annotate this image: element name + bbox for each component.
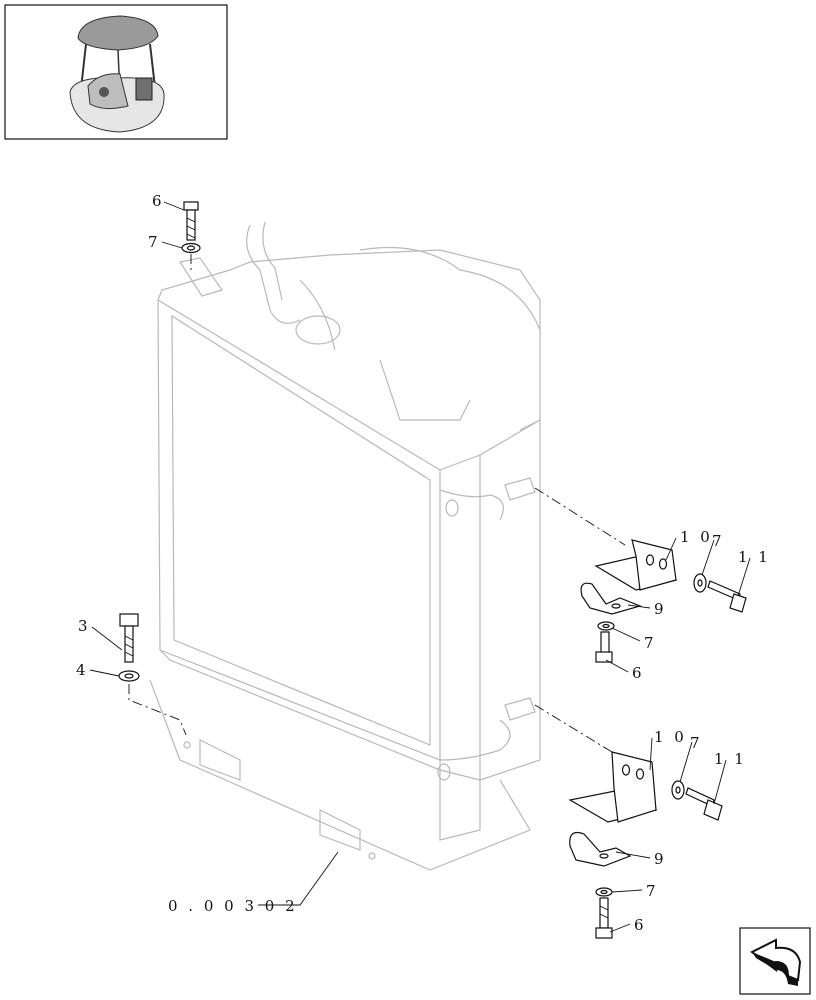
washer-upper-lower[interactable] (597, 621, 615, 631)
callout-7-top: 7 (148, 233, 161, 251)
callout-10-lower: 1 0 (654, 728, 687, 746)
thumbnail-locator[interactable] (4, 4, 228, 140)
bolt-lower-lower[interactable] (595, 897, 613, 939)
callout-11-upper: 1 1 (738, 548, 771, 566)
bolt-top[interactable] (183, 201, 199, 241)
reference-code: 0 . 0 0 3 0 2 (168, 897, 298, 915)
bolt-lower-right[interactable] (685, 787, 723, 821)
callout-6-lower-lower: 6 (634, 916, 647, 934)
callout-3: 3 (78, 617, 91, 635)
callout-7-upper-right: 7 (712, 532, 725, 550)
bracket-upper[interactable] (594, 539, 678, 591)
washer-upper-right[interactable] (693, 573, 707, 593)
thumbnail-machine-icon (69, 15, 165, 133)
callout-7-lower-right: 7 (690, 734, 703, 752)
washer-top[interactable] (181, 242, 201, 254)
return-arrow-icon[interactable] (739, 927, 811, 995)
washer-left[interactable] (118, 670, 140, 682)
leader-lines (89, 201, 751, 933)
clamp-upper[interactable] (580, 582, 642, 615)
bolt-left[interactable] (119, 613, 139, 663)
callout-11-lower: 1 1 (714, 750, 747, 768)
callout-9-lower: 9 (654, 850, 667, 868)
clamp-lower[interactable] (569, 831, 632, 867)
bracket-lower[interactable] (568, 751, 658, 823)
callout-6-top: 6 (152, 192, 165, 210)
washer-lower-lower[interactable] (595, 887, 613, 897)
bolt-upper-lower[interactable] (595, 631, 613, 663)
callout-7-lower-lower: 7 (646, 882, 659, 900)
callout-6-upper-lower: 6 (632, 664, 645, 682)
bolt-upper-right[interactable] (707, 580, 747, 613)
radiator-outline (149, 221, 541, 871)
callout-9-upper: 9 (654, 600, 667, 618)
callout-10-upper: 1 0 (680, 528, 713, 546)
washer-lower-right[interactable] (671, 780, 685, 800)
callout-7-upper-lower: 7 (644, 634, 657, 652)
callout-4: 4 (76, 661, 89, 679)
